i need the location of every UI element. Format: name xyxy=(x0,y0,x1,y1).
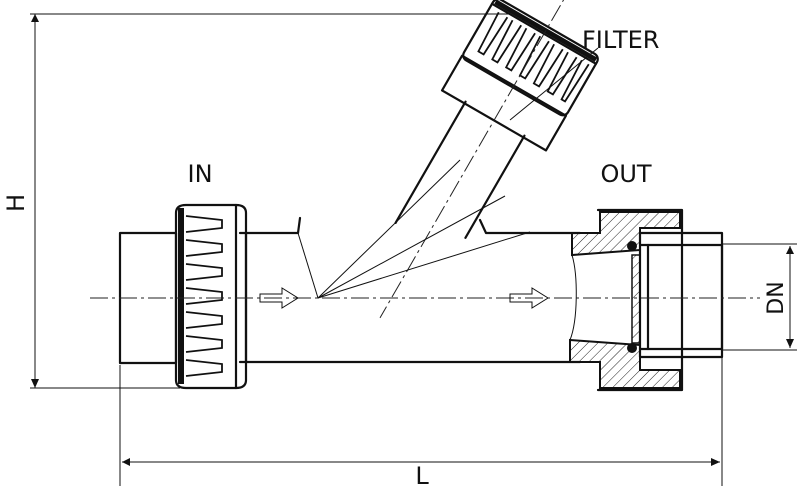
strainer-screen xyxy=(317,159,531,299)
flow-arrow-inlet xyxy=(259,287,299,309)
label-l: L xyxy=(415,462,429,488)
label-h: H xyxy=(2,194,30,212)
inlet-union xyxy=(118,203,248,390)
label-filter: FILTER xyxy=(582,26,659,54)
outlet-union xyxy=(569,208,724,392)
dimension-dn: DN xyxy=(722,243,797,351)
label-dn: DN xyxy=(764,281,789,314)
flow-arrow-outlet xyxy=(509,287,549,309)
label-in: IN xyxy=(187,160,212,188)
filter-branch xyxy=(379,0,599,319)
dimension-h: H xyxy=(2,13,510,389)
label-out: OUT xyxy=(600,160,651,188)
inlet-nut-ribs xyxy=(185,215,223,377)
dimension-l: L xyxy=(119,355,723,488)
pipe-body xyxy=(238,216,582,364)
